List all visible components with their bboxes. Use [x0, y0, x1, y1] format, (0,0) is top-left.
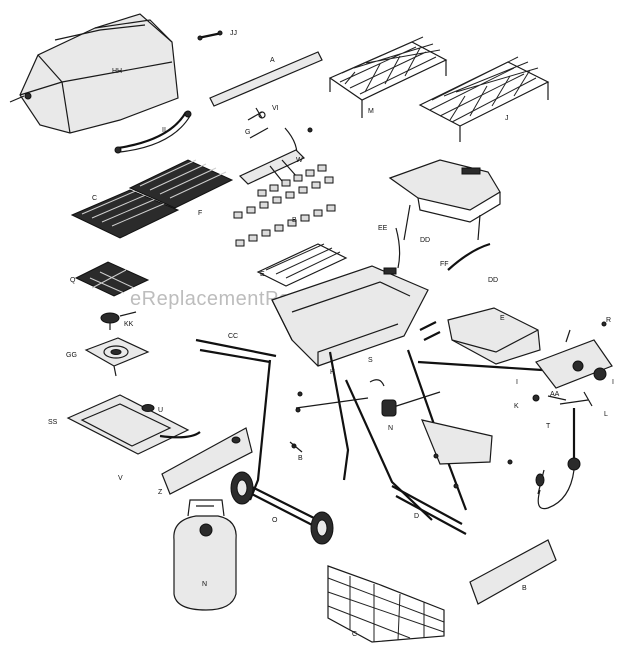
label-shelf-right: E — [500, 315, 505, 322]
knob-kk — [100, 311, 137, 330]
label-warming-rack-2: J — [505, 115, 509, 122]
label-clip-2: G — [245, 129, 250, 136]
label-valve: V — [118, 475, 123, 482]
top-bracket — [197, 30, 223, 41]
cooking-grid-right — [128, 159, 234, 209]
label-regulator: T — [546, 423, 551, 430]
side-burner-grate — [74, 261, 150, 297]
label-cart-n: N — [388, 425, 393, 432]
label-hood: HH — [112, 68, 122, 75]
label-bottom-shelf: C — [352, 631, 357, 638]
label-lower-cross: B — [298, 455, 303, 462]
briquette-tile — [259, 201, 269, 209]
label-warming-rack: M — [368, 108, 374, 115]
label-tank: N — [202, 581, 207, 588]
label-ignitor: K — [514, 403, 519, 410]
briquette-tile — [298, 186, 308, 194]
briquette-tile — [233, 211, 243, 219]
wheel-left — [230, 471, 254, 505]
label-firebox: S — [368, 357, 373, 364]
wheel-right — [310, 511, 334, 545]
briquette-tile — [287, 219, 297, 227]
briquette-tile — [235, 239, 245, 247]
briquette-tile — [285, 191, 295, 199]
briquette-tile — [305, 169, 315, 177]
briquette-tile — [281, 179, 291, 187]
label-side-shelf-bracket-2: DD — [488, 277, 498, 284]
clip-parts — [247, 107, 313, 161]
briquette-tile — [300, 214, 310, 222]
side-panel-shield — [161, 427, 253, 495]
bottom-shelf — [327, 565, 445, 643]
briquette-tile — [257, 189, 267, 197]
label-side-burner-tray: SS — [48, 419, 58, 426]
label-top-bracket: JJ — [230, 30, 237, 37]
label-hose: L — [604, 411, 608, 418]
label-cooking-grid-left: C — [92, 195, 97, 202]
cooking-grid-left — [70, 189, 180, 239]
label-burner-tube: W — [296, 157, 303, 164]
briquette-tile — [248, 234, 258, 242]
label-firebox-2: CC — [228, 333, 238, 340]
label-briquette-grate: E — [260, 271, 265, 278]
briquette-tile — [293, 174, 303, 182]
label-knob: KK — [124, 321, 134, 328]
briquettes — [233, 164, 336, 247]
label-briquettes: B — [292, 217, 297, 224]
briquette-tile — [311, 181, 321, 189]
label-leg: O — [272, 517, 278, 524]
briquette-tile — [272, 196, 282, 204]
label-manifold: AA — [550, 391, 560, 398]
label-side-burner: GG — [66, 352, 77, 359]
label-side-shelf-bracket: EE — [378, 225, 388, 232]
briquette-tile — [317, 164, 327, 172]
side-shelf-top — [388, 159, 501, 271]
briquette-tile — [324, 176, 334, 184]
heat-shield — [209, 51, 323, 107]
side-burner — [84, 337, 150, 377]
handle — [114, 110, 192, 154]
briquette-tile — [246, 206, 256, 214]
propane-tank — [173, 499, 237, 611]
label-control-panel: R — [606, 317, 611, 324]
label-side-burner-grate: Q — [70, 277, 76, 284]
briquette-tile — [261, 229, 271, 237]
briquette-tile — [313, 209, 323, 217]
hardware-bolts — [289, 391, 513, 489]
label-side-shelf: FF — [440, 261, 449, 268]
label-lower-panel: B — [522, 585, 527, 592]
warming-rack-left — [328, 36, 448, 118]
briquette-tile — [326, 204, 336, 212]
label-side-burner-knob: U — [158, 407, 163, 414]
label-lower-rail: D — [414, 513, 419, 520]
label-wheel-note: H — [330, 369, 335, 376]
label-control-knob: I — [516, 379, 518, 386]
label-side-panel-shield: Z — [158, 489, 163, 496]
label-side-shelf-top: DD — [420, 237, 430, 244]
firebox — [271, 265, 429, 367]
label-heat-shield: A — [270, 57, 275, 64]
briquette-grate — [256, 243, 348, 287]
hood — [9, 13, 179, 134]
lower-panel — [469, 539, 557, 605]
warming-rack-right — [418, 56, 550, 142]
regulator-hose — [532, 391, 593, 510]
label-cooking-grid-right: F — [198, 210, 202, 217]
side-burner-tray — [66, 394, 201, 455]
control-panel — [535, 321, 613, 389]
label-knob-right: I — [612, 379, 614, 386]
label-handle: II — [162, 127, 166, 134]
briquette-tile — [269, 184, 279, 192]
briquette-tile — [274, 224, 284, 232]
side-shelf-right — [447, 307, 541, 365]
label-clip-1: VI — [272, 105, 279, 112]
